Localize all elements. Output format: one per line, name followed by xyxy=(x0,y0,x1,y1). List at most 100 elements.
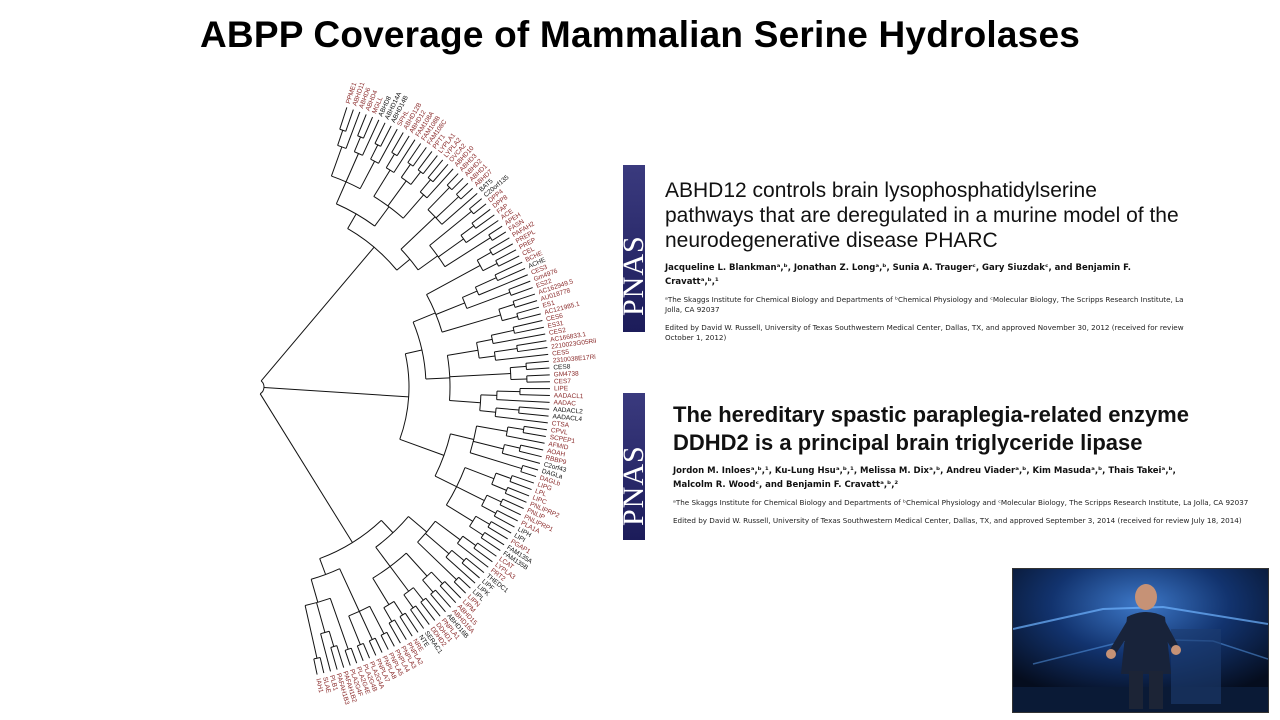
tree-branch xyxy=(394,619,407,640)
tree-branch xyxy=(393,139,416,173)
tree-branch xyxy=(359,161,376,189)
tree-branch xyxy=(362,116,374,139)
tree-branch xyxy=(305,597,331,607)
tree-branch xyxy=(422,155,438,175)
tree-branch xyxy=(481,505,497,514)
tree-branch xyxy=(417,169,424,175)
tree-branch xyxy=(479,410,496,413)
tree-branch xyxy=(429,210,472,246)
tree-branch xyxy=(374,637,383,653)
tree-branch xyxy=(478,274,528,296)
tree-branch xyxy=(348,605,370,617)
tree-branch xyxy=(508,289,512,296)
tree-branch xyxy=(522,426,525,433)
tree-branch xyxy=(446,355,451,401)
tree-branch xyxy=(473,203,487,215)
speaker-video-frame xyxy=(1013,569,1268,712)
tree-branch xyxy=(435,302,465,315)
tree-leaf-label: RBBP9 xyxy=(545,454,568,466)
pnas-logo-2: PNAS xyxy=(617,445,650,527)
tree-branch xyxy=(497,510,518,522)
tree-branch xyxy=(319,519,382,560)
tree-branch xyxy=(358,611,373,640)
paper-edited-by: Edited by David W. Russell, University o… xyxy=(665,323,1184,342)
paper-card-ddhd2: The hereditary spastic paraplegia-relate… xyxy=(673,401,1268,526)
tree-branch xyxy=(471,208,491,224)
tree-branch xyxy=(407,143,422,163)
tree-branch xyxy=(405,349,423,355)
tree-branch xyxy=(471,222,477,229)
tree-branch xyxy=(396,258,411,271)
paper-affiliation: ᵃThe Skaggs Institute for Chemical Biolo… xyxy=(673,498,1249,507)
tree-branch xyxy=(345,153,359,183)
tree-branch xyxy=(374,143,381,147)
tree-branch xyxy=(345,111,361,149)
tree-branch xyxy=(456,182,469,195)
tree-branch xyxy=(457,535,464,544)
tree-branch xyxy=(429,245,446,267)
tree-branch xyxy=(476,259,484,271)
tree-branch xyxy=(476,425,508,432)
tree-leaf-label: CES5 xyxy=(552,349,570,358)
tree-branch xyxy=(502,452,541,464)
tree-branch xyxy=(407,162,414,167)
tree-branch xyxy=(474,287,480,296)
tree-branch xyxy=(495,472,512,480)
paper-authors: Jacqueline L. Blankmanᵃ,ᵇ, Jonathan Z. L… xyxy=(665,263,1131,287)
tree-branch xyxy=(489,249,494,256)
tree-branch xyxy=(496,399,550,403)
tree-branch xyxy=(399,616,413,637)
tree-branch xyxy=(462,290,478,298)
tree-branch xyxy=(401,177,412,185)
tree-branch xyxy=(516,313,519,320)
paper-affiliation: ᵃThe Skaggs Institute for Chemical Biolo… xyxy=(665,295,1184,314)
tree-branch xyxy=(417,255,438,271)
tree-branch xyxy=(486,494,502,503)
tree-branch xyxy=(487,526,508,540)
tree-branch xyxy=(444,581,462,599)
tree-branch xyxy=(520,444,544,451)
tree-branch xyxy=(514,326,544,334)
tree-branch xyxy=(420,597,427,603)
tree-leaf-label: PLB1 xyxy=(328,674,339,692)
tree-branch xyxy=(484,532,505,546)
tree-branch xyxy=(391,152,398,157)
tree-branch xyxy=(445,467,466,506)
tree-branch xyxy=(466,291,511,309)
tree-branch xyxy=(426,168,454,199)
tree-branch xyxy=(469,208,474,215)
tree-branch xyxy=(492,243,514,256)
tree-leaf-label: 2310038E17Rik xyxy=(553,353,596,364)
tree-branch xyxy=(491,472,497,485)
tree-branch xyxy=(356,645,364,661)
tree-branch xyxy=(502,498,524,510)
tree-branch xyxy=(399,612,406,618)
tree-branch xyxy=(451,549,465,561)
tree-branch xyxy=(320,633,331,672)
tree-branch xyxy=(431,571,443,585)
tree-branch xyxy=(446,504,473,522)
tree-branch xyxy=(402,194,425,219)
tree-branch xyxy=(494,261,523,276)
tree-leaf-label: AADACL2 xyxy=(553,406,583,415)
tree-branch xyxy=(461,297,468,309)
tree-leaf-label: GM4738 xyxy=(554,370,580,378)
tree-branch xyxy=(304,605,318,659)
tree-branch xyxy=(449,373,511,378)
tree-branch xyxy=(410,605,416,611)
tree-branch xyxy=(426,264,481,295)
tree-branch xyxy=(427,187,450,211)
tree-branch xyxy=(506,435,545,444)
tree-branch xyxy=(347,228,398,271)
tree-branch xyxy=(447,349,479,356)
tree-branch xyxy=(519,450,542,458)
tree-branch xyxy=(502,316,518,322)
tree-branch xyxy=(488,234,493,241)
tree-branch xyxy=(519,406,550,410)
tree-branch xyxy=(417,151,433,171)
tree-branch xyxy=(370,144,379,160)
paper-edited-by: Edited by David W. Russell, University o… xyxy=(673,516,1242,525)
tree-leaf-label: IAH1 xyxy=(314,678,324,694)
tree-branch xyxy=(453,581,466,594)
tree-branch xyxy=(457,542,489,568)
